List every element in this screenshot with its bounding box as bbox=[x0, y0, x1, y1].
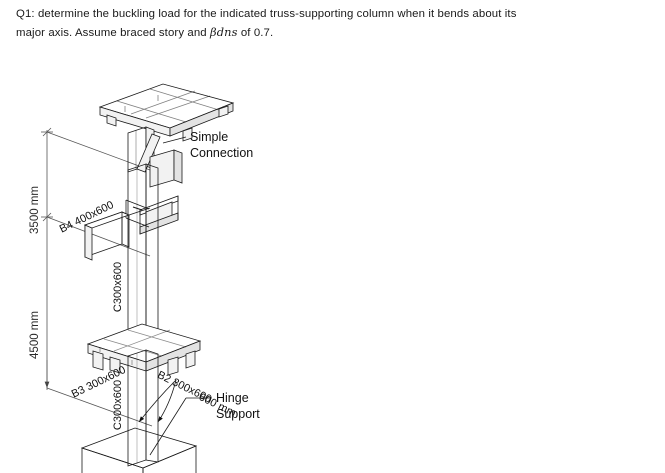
roof-slab-edge-right bbox=[169, 102, 234, 137]
connection-seat-angle bbox=[125, 199, 150, 210]
mid-floor-slab bbox=[86, 323, 202, 376]
depth-leader-right bbox=[157, 379, 177, 423]
dimension-group: 3500 mm 4500 mm bbox=[29, 127, 153, 427]
mid-slab-beam-stub-left bbox=[92, 350, 104, 371]
column-elevation-diagram: 3500 mm 4500 mm bbox=[0, 60, 665, 473]
question-line-1: Q1: determine the buckling load for the … bbox=[16, 8, 517, 20]
simple-connection-leader bbox=[162, 136, 187, 144]
beam-b4-leader bbox=[128, 207, 151, 216]
dimension-label-3500: 3500 mm bbox=[29, 186, 41, 234]
dim-leader-bottom bbox=[46, 387, 153, 427]
member-label-column-upper: C300x600 bbox=[112, 262, 124, 312]
connection-gusset-plate bbox=[149, 149, 175, 188]
question-line-2-post: of 0.7. bbox=[237, 26, 274, 39]
hinge-support-line-2: Support bbox=[216, 407, 260, 421]
footing-front-left-face bbox=[81, 447, 144, 473]
footing-pedestal bbox=[80, 427, 198, 473]
connection-gusset-side bbox=[173, 149, 183, 184]
beta-dns-symbol: βdns bbox=[210, 24, 238, 39]
roof-slab-stub-right bbox=[218, 105, 229, 118]
roof-slab-ghost-beams bbox=[116, 88, 220, 123]
beam-b4 bbox=[83, 207, 151, 261]
beam-b4-end-face bbox=[84, 224, 93, 261]
simple-connection-line-1: Simple bbox=[190, 130, 228, 144]
dim-leader-top bbox=[46, 131, 151, 171]
dimension-label-4500: 4500 mm bbox=[29, 311, 41, 359]
truss-diagonal-web bbox=[136, 133, 161, 173]
question-line-2-pre: major axis. Assume braced story and bbox=[16, 26, 211, 39]
connection-seat-bottom bbox=[125, 217, 150, 228]
mid-slab-beam-stub-right2 bbox=[185, 350, 196, 369]
mid-slab-ghost-beams bbox=[99, 329, 187, 365]
hinge-support-line-1: Hinge bbox=[216, 391, 249, 405]
steel-truss-connection bbox=[125, 133, 183, 235]
roof-slab-stub-left bbox=[106, 114, 117, 127]
depth-leader-left bbox=[138, 379, 177, 423]
member-label-column-lower: C300x600 bbox=[112, 380, 124, 430]
roof-slab bbox=[98, 83, 235, 142]
mid-slab-beam-stub-right bbox=[167, 356, 179, 376]
column-lower: C300x600 bbox=[112, 349, 159, 467]
callout-hinge-support: Hinge Support bbox=[149, 391, 260, 456]
connection-bolt-line bbox=[132, 206, 143, 211]
callout-simple-connection: Simple Connection bbox=[162, 130, 253, 160]
question-prompt: Q1: determine the buckling load for the … bbox=[16, 6, 636, 42]
dim-leader-mid bbox=[46, 216, 151, 257]
hinge-support-leader-curve bbox=[149, 397, 187, 456]
mid-slab-beam-stub-left2 bbox=[109, 356, 121, 374]
beam-b4-side-face bbox=[121, 211, 130, 248]
diagram-canvas: 3500 mm 4500 mm bbox=[29, 83, 260, 473]
simple-connection-line-2: Connection bbox=[190, 146, 253, 160]
footing-front-right-face bbox=[142, 445, 197, 473]
steel-ibeam-outline bbox=[139, 196, 179, 234]
